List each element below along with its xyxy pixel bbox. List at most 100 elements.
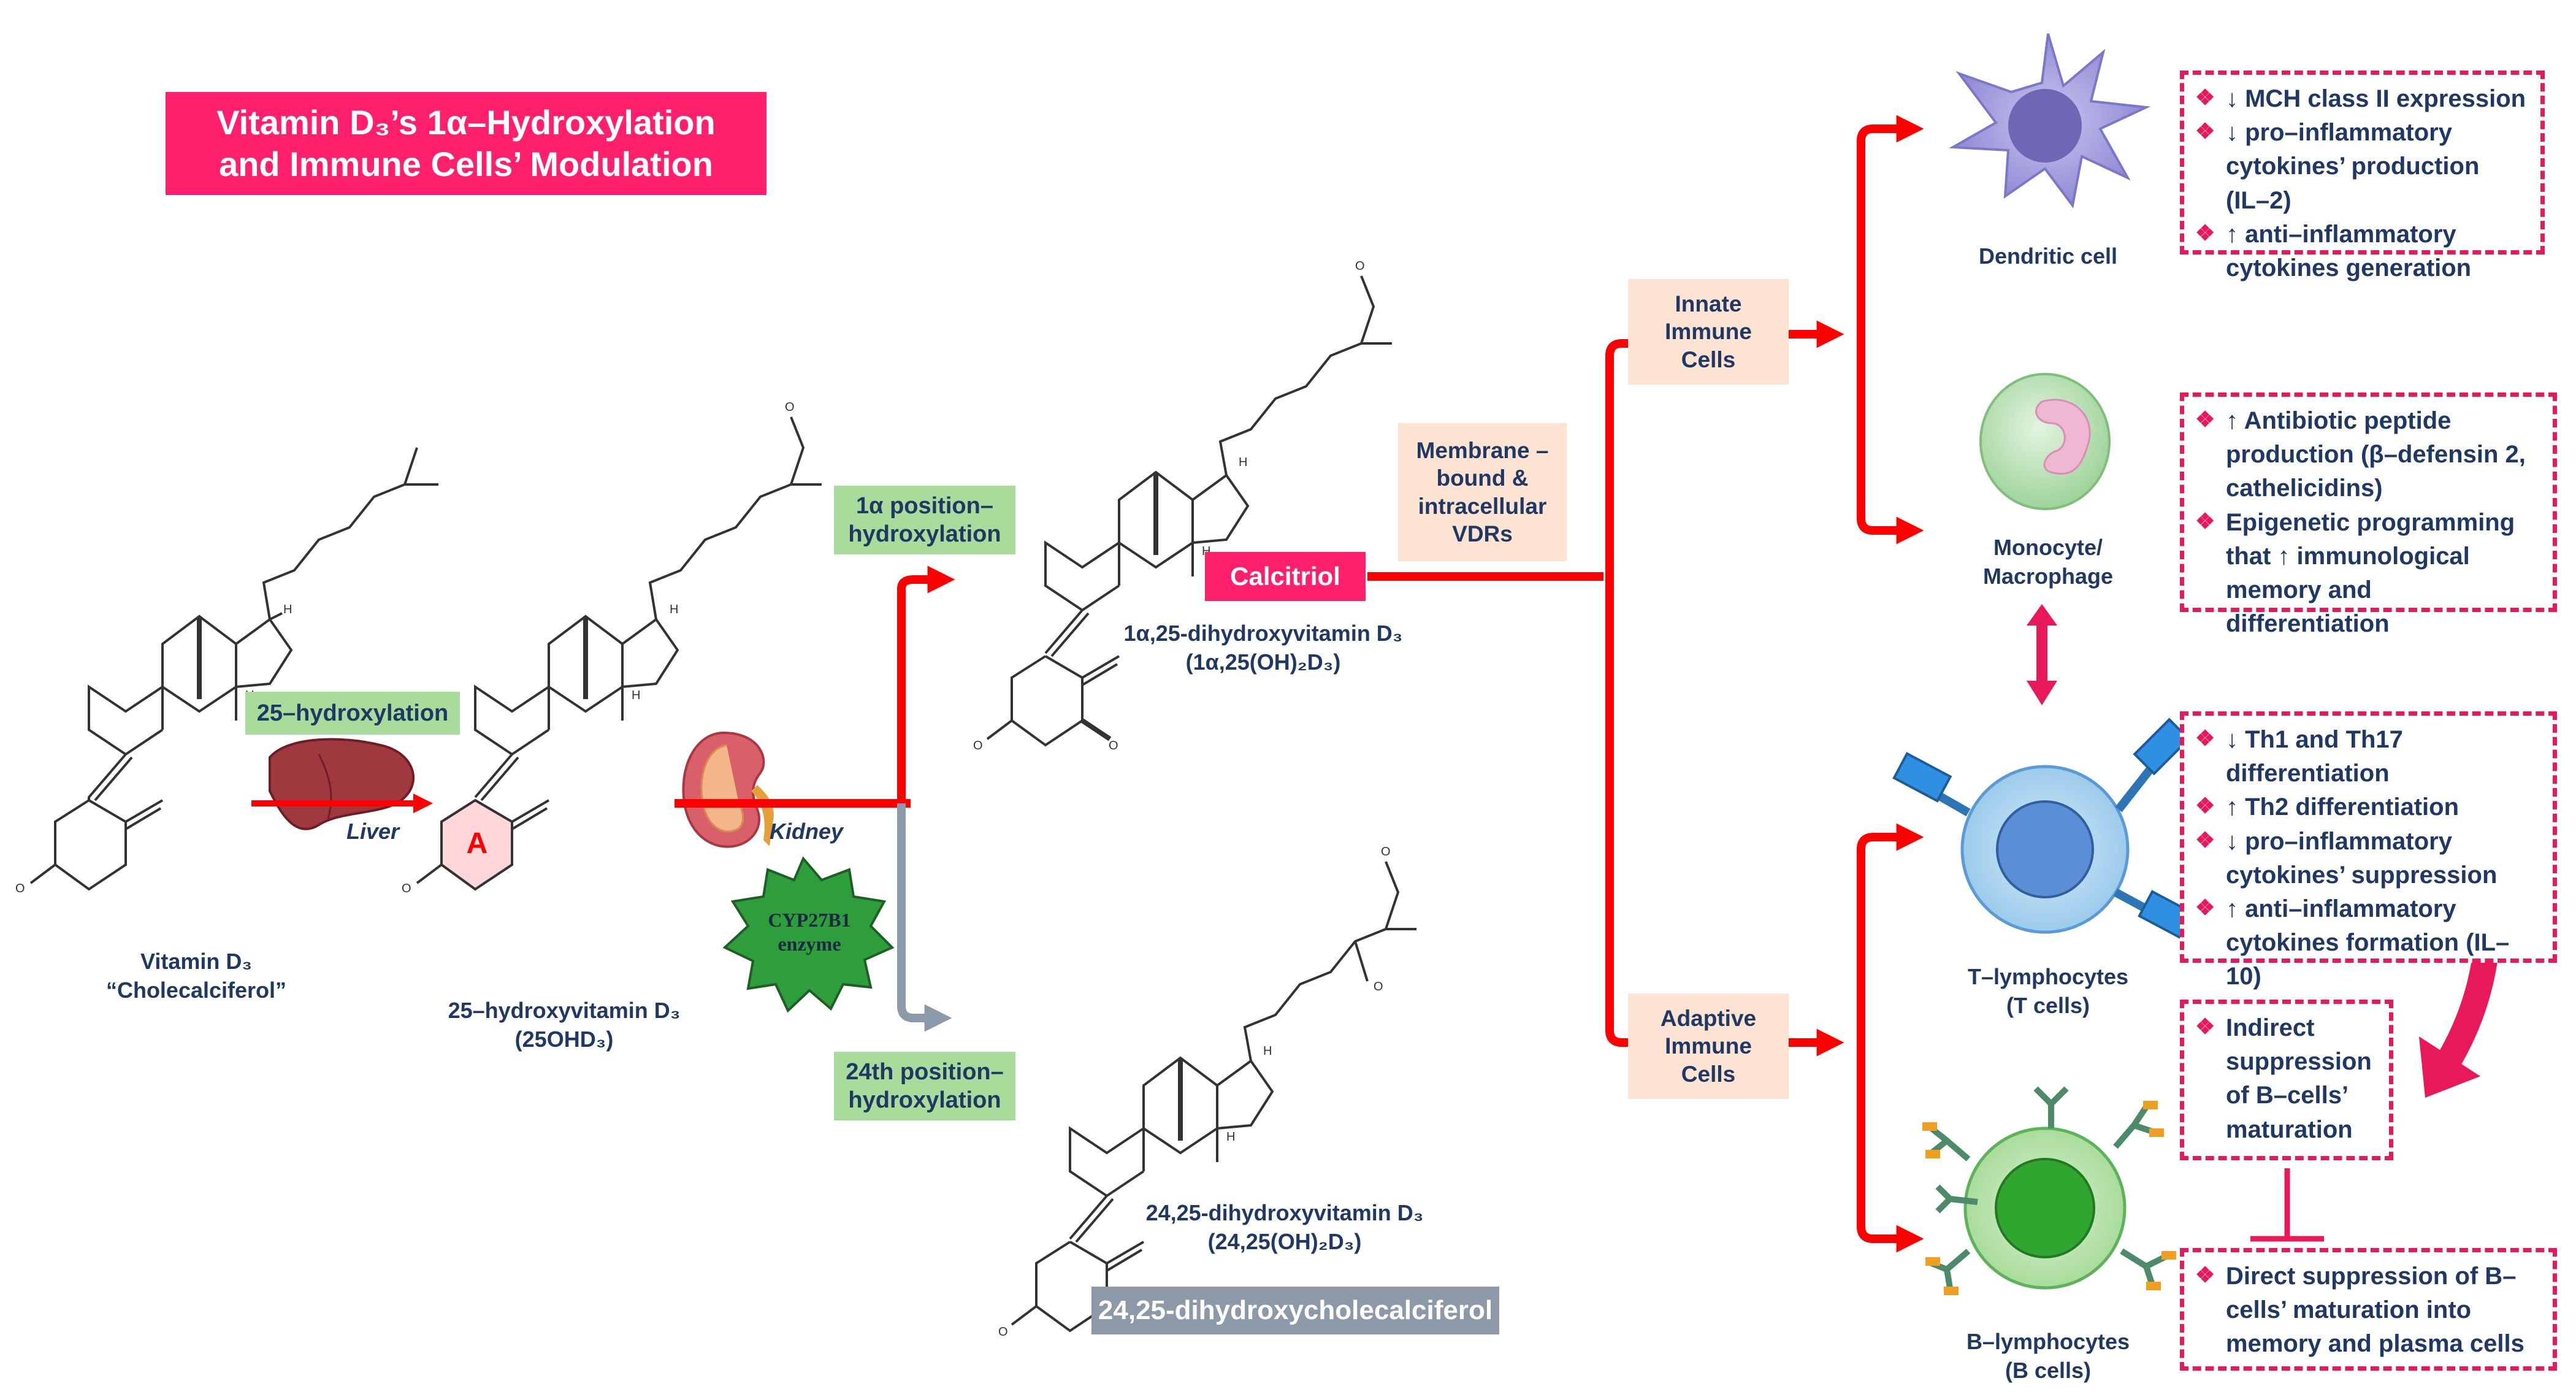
vdr-line3: intracellular [1418,493,1547,519]
25ohd3-line2: (25OHD₃) [514,1026,614,1052]
title-line2: and Immune Cells’ Modulation [219,145,713,183]
enzyme-burst [722,856,895,1013]
effect-text: ↑ anti–inflammatory cytokines generation [2226,220,2472,281]
calcitriol-oh-2: O [1109,739,1118,752]
vitd3-oh-label: O [15,882,25,895]
monocyte-line2: Macrophage [1982,563,2114,589]
effect-text: ↓ Th1 and Th17 differentiation [2226,726,2403,787]
dendritic-cell-icon [1949,33,2151,209]
bcell-line1: B–lymphocytes [1966,1329,2130,1354]
tcell-icon [1892,718,2198,941]
tcell-label: T–lymphocytes (T cells) [1944,963,2152,1020]
tcell-line2: (T cells) [2006,992,2090,1018]
monocyte-line1: Monocyte/ [1993,535,2103,560]
dihydroxy24-line1: 24,25-dihydroxyvitamin D₃ [1145,1200,1424,1225]
effect-row: ❖Epigenetic programming that ↑ immunolog… [2195,506,2542,641]
liver-label: Liver [346,819,400,844]
hydroxylation-25-label: 25–hydroxylation [256,700,449,726]
25ohd3-h-label: H [670,603,678,616]
inhibition-mark [2250,1168,2324,1242]
dihydroxy24-line2: (24,25(OH)₂D₃) [1207,1228,1362,1254]
bcell-label: B–lymphocytes (B cells) [1944,1328,2152,1385]
dihydroxy-terminal-oh: O [1381,845,1391,859]
bullet-icon: ❖ [2195,894,2215,920]
bullet-icon: ❖ [2195,1014,2215,1039]
bullet-icon: ❖ [2195,220,2215,245]
effect-text: Indirect suppression of B–cells’ maturat… [2226,1014,2372,1143]
innate-line3: Cells [1681,346,1736,372]
position-24-line2: hydroxylation [848,1087,1001,1113]
kidney-icon [682,731,774,848]
innate-line1: Innate [1675,291,1742,317]
monocyte-tcell-link [2027,604,2057,705]
bullet-icon: ❖ [2195,85,2215,110]
effect-text: ↓ pro–inflammatory cytokines’ suppressio… [2226,827,2498,889]
calcitriol-caption: 1α,25-dihydroxyvitamin D₃ (1α,25(OH)₂D₃) [1116,619,1410,677]
adaptive-box: Adaptive Immune Cells [1628,993,1789,1099]
dihydroxy-oh-2: O [1374,980,1383,993]
dendritic-effects-box: ❖ ↓ MCH class II expression ❖↓ pro–inflam… [2180,71,2545,281]
monocyte-effects-box: ❖↑ Antibiotic peptide production (β–defe… [2180,392,2557,637]
position-1a-box: 1α position– hydroxylation [834,486,1015,554]
ring-a-letter: A [466,827,488,860]
effect-row: ❖ ↑ Th2 differentiation [2195,790,2542,824]
innate-box: Innate Immune Cells [1628,279,1789,385]
dendritic-label: Dendritic cell [1978,243,2118,269]
effect-row: ❖ ↑ anti–inflammatory cytokines generatio… [2195,218,2529,285]
effect-row: ❖↑ Antibiotic peptide production (β–defe… [2195,404,2542,506]
tcell-line1: T–lymphocytes [1967,964,2129,989]
adaptive-line2: Immune [1665,1033,1752,1059]
vitamin-d3-caption: Vitamin D₃ “Cholecalciferol” [92,947,300,1005]
effect-row: ❖ Indirect suppression of B–cells’ matura… [2195,1011,2378,1147]
25ohd3-h-label-2: H [632,689,640,702]
bullet-icon: ❖ [2195,725,2215,751]
monocyte-label: Monocyte/ Macrophage [1944,534,2152,591]
calcitriol-terminal-oh: O [1355,259,1365,273]
bullet-icon: ❖ [2195,407,2215,432]
25ohd3-caption: 25–hydroxyvitamin D₃ (25OHD₃) [417,997,711,1054]
calcitriol-line1: 1α,25-dihydroxyvitamin D₃ [1123,621,1403,646]
bullet-icon: ❖ [2195,508,2215,534]
direct-effects-box: ❖ Direct suppression of B–cells’ maturati… [2180,1248,2557,1371]
25ohd3-terminal-oh: O [785,400,795,414]
hydroxylation-25-box: 25–hydroxylation [245,692,460,735]
vdr-line4: VDRs [1452,521,1513,546]
bullet-icon: ❖ [2195,118,2215,144]
enzyme-line1: CYP27B1 [768,908,851,931]
monocyte-icon [1979,373,2111,510]
bullet-icon: ❖ [2195,1262,2215,1287]
effect-row: ❖ ↓ Th1 and Th17 differentiation [2195,723,2542,790]
vitd3-h-label: H [283,603,292,616]
dihydroxy-h-label: H [1263,1044,1272,1058]
position-1a-line2: hydroxylation [848,521,1001,547]
bcell-line2: (B cells) [2005,1357,2092,1383]
effect-row: ❖ ↓ MCH class II expression [2195,82,2529,116]
dihydroxy24-name-label: 24,25-dihydroxycholecalciferol [1098,1295,1493,1326]
bullet-icon: ❖ [2195,827,2215,852]
vitamin-d3-structure [29,447,438,891]
calcitriol-line2: (1α,25(OH)₂D₃) [1185,649,1341,675]
calcitriol-box: Calcitriol [1205,552,1366,601]
effect-row: ❖↓ pro–inflammatory cytokines’ productio… [2195,116,2529,218]
vitamin-d3-line2: “Cholecalciferol” [105,977,287,1003]
effect-text: ↑ anti–inflammatory cytokines formation … [2226,895,2510,990]
effect-text: ↑ Th2 differentiation [2226,794,2459,821]
dihydroxy24-structure [1011,861,1416,1333]
calcitriol-structure [986,275,1392,747]
dihydroxy24-caption: 24,25-dihydroxyvitamin D₃ (24,25(OH)₂D₃) [1125,1199,1444,1257]
effect-row: ❖ ↑ anti–inflammatory cytokines formation… [2195,892,2542,994]
adaptive-line1: Adaptive [1660,1006,1757,1031]
effect-text: Direct suppression of B–cells’ maturatio… [2226,1263,2524,1358]
ring-a-highlight [440,798,513,891]
25ohd3-line1: 25–hydroxyvitamin D₃ [448,998,681,1023]
title-box: Vitamin D₃’s 1α–Hydroxylation and Immune… [166,92,766,195]
liver-icon [269,738,415,830]
dihydroxy-oh-1: O [998,1325,1008,1339]
effect-text: ↓ MCH class II expression [2226,85,2526,112]
calcitriol-box-label: Calcitriol [1230,562,1340,591]
bullet-icon: ❖ [2195,793,2215,819]
position-24-line1: 24th position– [846,1058,1004,1085]
innate-line2: Immune [1665,319,1752,345]
kidney-label: Kidney [770,819,844,844]
flow-arrows [251,115,1924,1253]
